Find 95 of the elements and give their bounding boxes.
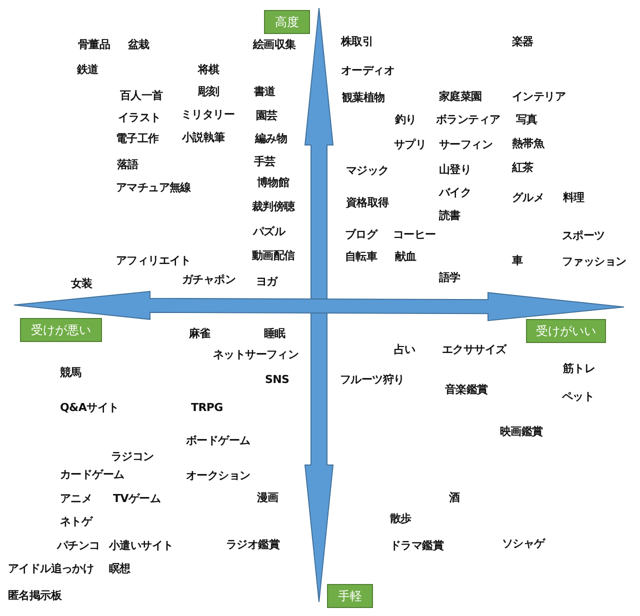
hobby-label: カードゲーム [60,467,124,482]
hobby-label: マジック [346,163,389,178]
hobby-label: 山登り [439,162,472,177]
hobby-label: オーディオ [341,63,395,78]
hobby-label: 骨董品 [78,37,110,52]
hobby-label: ブログ [345,227,378,242]
axis-label: 手軽 [338,589,362,603]
hobby-label: 盆栽 [128,37,150,52]
axis-label-box [526,319,606,343]
hobby-label: ファッション [562,254,626,269]
hobby-label: 園芸 [256,108,278,123]
hobby-label: スポーツ [562,228,605,243]
axis-label-box [327,584,373,608]
hobby-label: ボランティア [436,112,500,127]
hobby-label: TVゲーム [113,491,161,506]
hobby-label: 語学 [439,270,460,285]
hobby-label: 酒 [449,490,460,505]
hobby-label: 観葉植物 [342,90,385,105]
hobby-label: 株取引 [341,34,374,49]
hobby-label: SNS [265,372,290,387]
hobby-label: ラジオ鑑賞 [226,537,280,552]
hobby-label: 競馬 [60,365,82,380]
axis-label: 受けが悪い [31,323,91,337]
hobby-label: 車 [512,253,523,268]
hobby-label: ペット [562,389,594,404]
hobby-label: パズル [253,224,286,239]
axis-label: 受けがいい [536,324,596,338]
hobby-label: 書道 [254,84,276,99]
hobby-label: 家庭菜園 [439,89,482,104]
hobby-label: アマチュア無線 [116,180,191,195]
hobby-label: インテリア [512,89,566,104]
hobby-label: アイドル追っかけ [8,561,94,576]
hobby-label: 資格取得 [346,195,389,210]
hobby-label: 楽器 [512,34,534,49]
hobby-label: 筋トレ [563,361,596,376]
axis-label: 高度 [275,15,299,29]
hobby-label: グルメ [512,190,544,205]
hobby-label: 映画鑑賞 [500,424,543,439]
hobby-label: オークション [186,468,250,483]
hobby-label: サプリ [394,137,426,152]
hobby-label: ネトゲ [60,514,92,529]
hobby-label: 読書 [439,208,460,223]
hobby-label: 電子工作 [116,131,159,146]
double-block-arrow [14,290,624,322]
hobby-label: 料理 [563,190,584,205]
double-block-arrow [304,8,334,602]
axis-label-box [20,318,102,342]
hobby-label: Q&Aサイト [60,400,119,415]
hobby-label: 写真 [516,112,538,127]
hobby-label: 匿名掲示板 [8,588,62,603]
hobby-label: アフィリエイト [116,253,191,268]
axis-label-box [264,10,310,34]
hobby-label: 睡眠 [264,326,286,341]
hobby-label: コーヒー [393,227,436,242]
hobby-label: 占い [394,342,416,357]
hobby-label: 女装 [71,276,92,291]
hobby-label: 鉄道 [77,62,98,77]
hobby-label: 散歩 [390,511,412,526]
hobby-label: 百人一首 [120,88,163,103]
hobby-label: 彫刻 [198,84,220,99]
hobby-label: 編み物 [255,131,288,146]
hobby-label: 手芸 [254,154,276,169]
hobby-label: バイク [439,185,472,200]
hobby-label: パチンコ [57,538,100,553]
hobby-label: ガチャポン [182,272,236,287]
hobby-label: ドラマ鑑賞 [390,538,444,553]
hobby-label: 小遣いサイト [109,538,174,553]
hobby-label: 紅茶 [512,160,534,175]
hobby-label: ボードゲーム [186,433,250,448]
hobby-label: ミリタリー [181,107,235,122]
hobby-label: 自転車 [345,249,378,264]
hobby-label: 釣り [395,112,416,127]
hobby-label: 献血 [395,249,416,264]
hobby-label: 小説執筆 [182,130,225,145]
hobby-label: 裁判傍聴 [252,199,295,214]
hobby-label: ヨガ [256,274,278,289]
hobby-label: エクササイズ [442,342,506,357]
hobby-label: 動画配信 [252,248,295,263]
hobby-label: 将棋 [198,62,220,77]
hobby-label: アニメ [60,491,92,506]
hobby-label: ソシャゲ [502,536,545,551]
hobby-label: 博物館 [257,175,290,190]
hobby-label: 漫画 [257,490,278,505]
hobby-label: サーフィン [439,137,493,152]
hobby-label: 麻雀 [189,326,210,341]
hobby-label: フルーツ狩り [340,372,404,387]
hobby-label: イラスト [118,110,161,125]
hobby-label: 絵画収集 [253,37,296,52]
hobby-label: 熱帯魚 [512,136,544,151]
hobby-label: 落語 [117,157,138,172]
hobby-label: ネットサーフィン [213,347,299,362]
hobby-label: TRPG [191,400,223,415]
hobby-label: ラジコン [111,449,154,464]
hobby-label: 瞑想 [109,561,130,576]
hobby-label: 音楽鑑賞 [445,382,488,397]
